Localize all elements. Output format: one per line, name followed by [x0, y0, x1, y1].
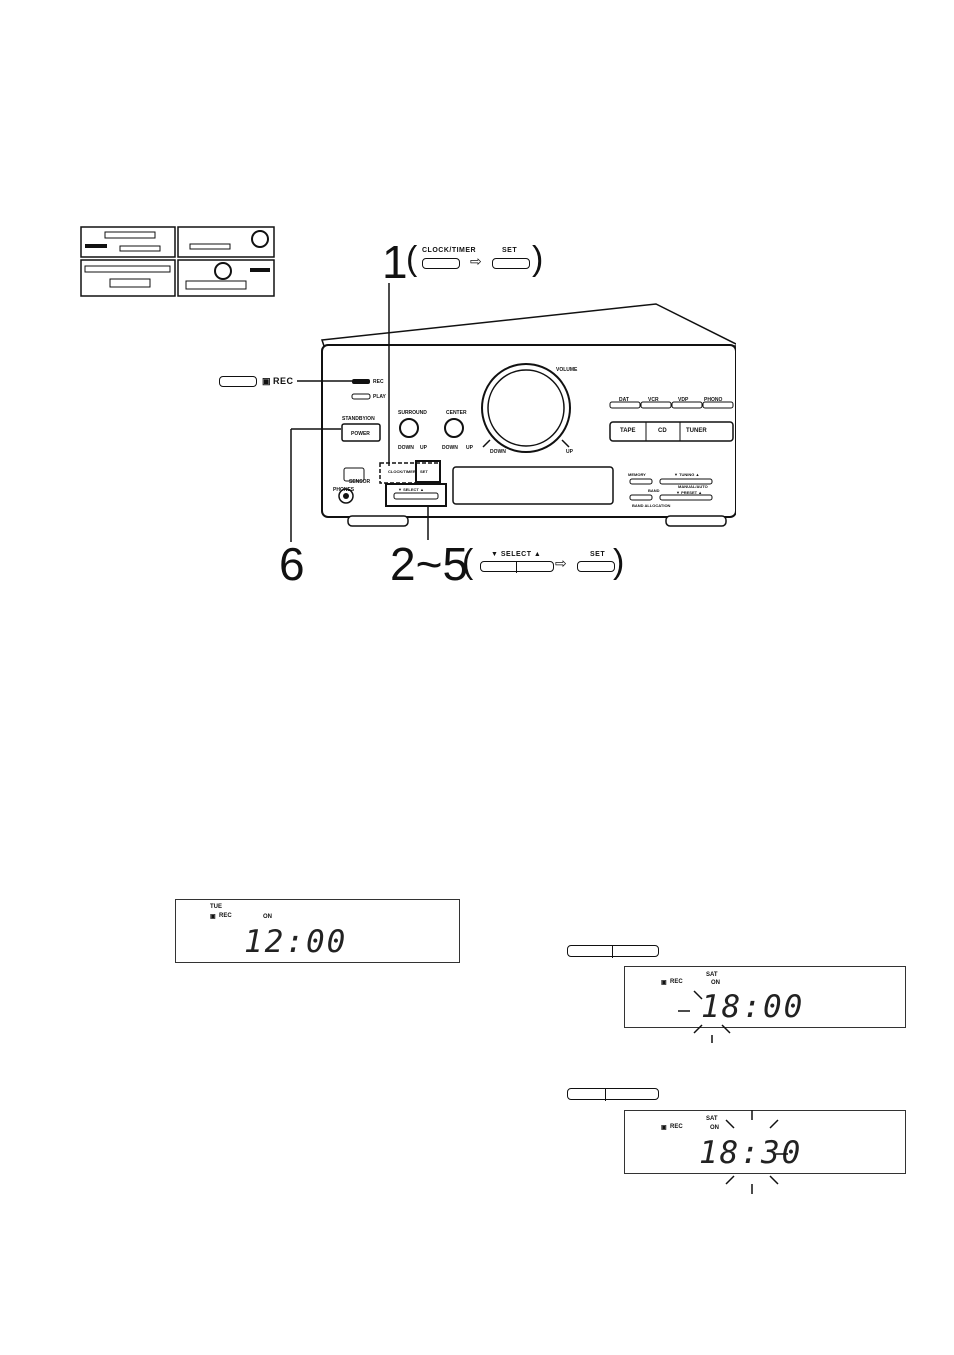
clock-timer-button[interactable]	[422, 258, 460, 269]
select-step-2-divider	[605, 1088, 606, 1101]
arrow-right-icon: ⇨	[470, 253, 482, 269]
play-led-label: PLAY	[373, 394, 386, 400]
set-caption-2: SET	[590, 551, 606, 558]
display-sat-1830: SAT ▣ REC ON 18:30	[624, 1110, 906, 1174]
tuner-button[interactable]: TUNER	[686, 428, 707, 434]
display-on: ON	[263, 914, 272, 920]
step-6-label: 6	[279, 538, 305, 590]
center-down-label: DOWN	[442, 445, 458, 451]
tuning-label: ▼ TUNING ▲	[674, 472, 700, 477]
memory-label: MEMORY	[628, 472, 646, 477]
display-rec-icon: ▣	[661, 980, 667, 986]
select-caption: ▼ SELECT ▲	[491, 551, 542, 558]
display-time: 18:30	[699, 1135, 803, 1171]
power-button[interactable]: POWER	[351, 431, 370, 437]
clock-timer-small-label: CLOCK/TIMER	[388, 469, 416, 474]
arrow-right-icon-2: ⇨	[555, 555, 567, 571]
phones-label: PHONES	[333, 487, 355, 493]
receiver-illustration	[80, 300, 741, 576]
standby-label: STANDBY/ON	[342, 416, 375, 422]
rec-callout-button[interactable]	[219, 376, 257, 387]
select-button-step[interactable]	[567, 945, 659, 957]
manual-auto-label: MANUAL/AUTO	[678, 484, 708, 489]
display-rec-icon: ▣	[210, 914, 216, 920]
band-label: BAND	[648, 488, 660, 493]
select-divider	[516, 561, 517, 573]
select-button-step-2[interactable]	[567, 1088, 659, 1100]
display-sat-1800: SAT ▣ REC ON 18:00	[624, 966, 906, 1028]
vdp-label: VDP	[678, 397, 689, 403]
vcr-label: VCR	[648, 397, 659, 403]
volume-down-label: DOWN	[490, 449, 506, 455]
blink-indicator-icon	[670, 985, 750, 1045]
preset-label: ▼ PRESET ▲	[676, 490, 703, 495]
close-paren-2: )	[613, 543, 625, 581]
close-paren: )	[532, 240, 544, 278]
center-label: CENTER	[446, 410, 467, 416]
display-rec: REC	[670, 979, 683, 985]
select-small-label: ▼ SELECT ▲	[398, 487, 424, 492]
display-rec: REC	[219, 913, 232, 919]
display-day: TUE	[210, 904, 222, 910]
open-paren: (	[406, 240, 418, 278]
set-caption: SET	[502, 247, 518, 254]
select-step-divider	[612, 945, 613, 958]
system-thumbnail	[80, 226, 276, 298]
rec-led-label: REC	[373, 379, 384, 385]
band-allocation-label: BAND ALLOCATION	[632, 503, 671, 508]
tape-button[interactable]: TAPE	[620, 428, 636, 434]
display-time: 12:00	[244, 924, 348, 960]
display-on: ON	[710, 1125, 719, 1131]
cd-button[interactable]: CD	[658, 428, 667, 434]
surround-up-label: UP	[420, 445, 427, 451]
display-rec-icon: ▣	[661, 1125, 667, 1131]
select-button[interactable]	[480, 561, 554, 572]
volume-up-label: UP	[566, 449, 573, 455]
sensor-label: SENSOR	[349, 479, 371, 485]
rec-callout-label: REC	[273, 376, 294, 386]
display-day: SAT	[706, 1116, 718, 1122]
surround-down-label: DOWN	[398, 445, 414, 451]
volume-label: VOLUME	[556, 367, 578, 373]
open-paren-2: (	[462, 543, 474, 581]
set-button[interactable]	[492, 258, 530, 269]
clock-timer-caption: CLOCK/TIMER	[422, 247, 477, 254]
set-small-label: SET	[420, 469, 428, 474]
display-rec: REC	[670, 1124, 683, 1130]
blink-indicator-icon-2	[710, 1110, 790, 1194]
set-button-2[interactable]	[577, 561, 615, 572]
display-day: SAT	[706, 972, 718, 978]
step-2-5-label: 2~5	[390, 538, 469, 590]
surround-label: SURROUND	[398, 410, 427, 416]
step-1-label: 1	[382, 236, 408, 288]
display-tue: TUE ▣ REC ON 12:00	[175, 899, 460, 963]
rec-callout-icon: ▣	[262, 376, 272, 386]
dat-label: DAT	[619, 397, 629, 403]
display-on: ON	[711, 980, 720, 986]
display-time: 18:00	[701, 989, 805, 1025]
phono-label: PHONO	[704, 397, 723, 403]
center-up-label: UP	[466, 445, 473, 451]
